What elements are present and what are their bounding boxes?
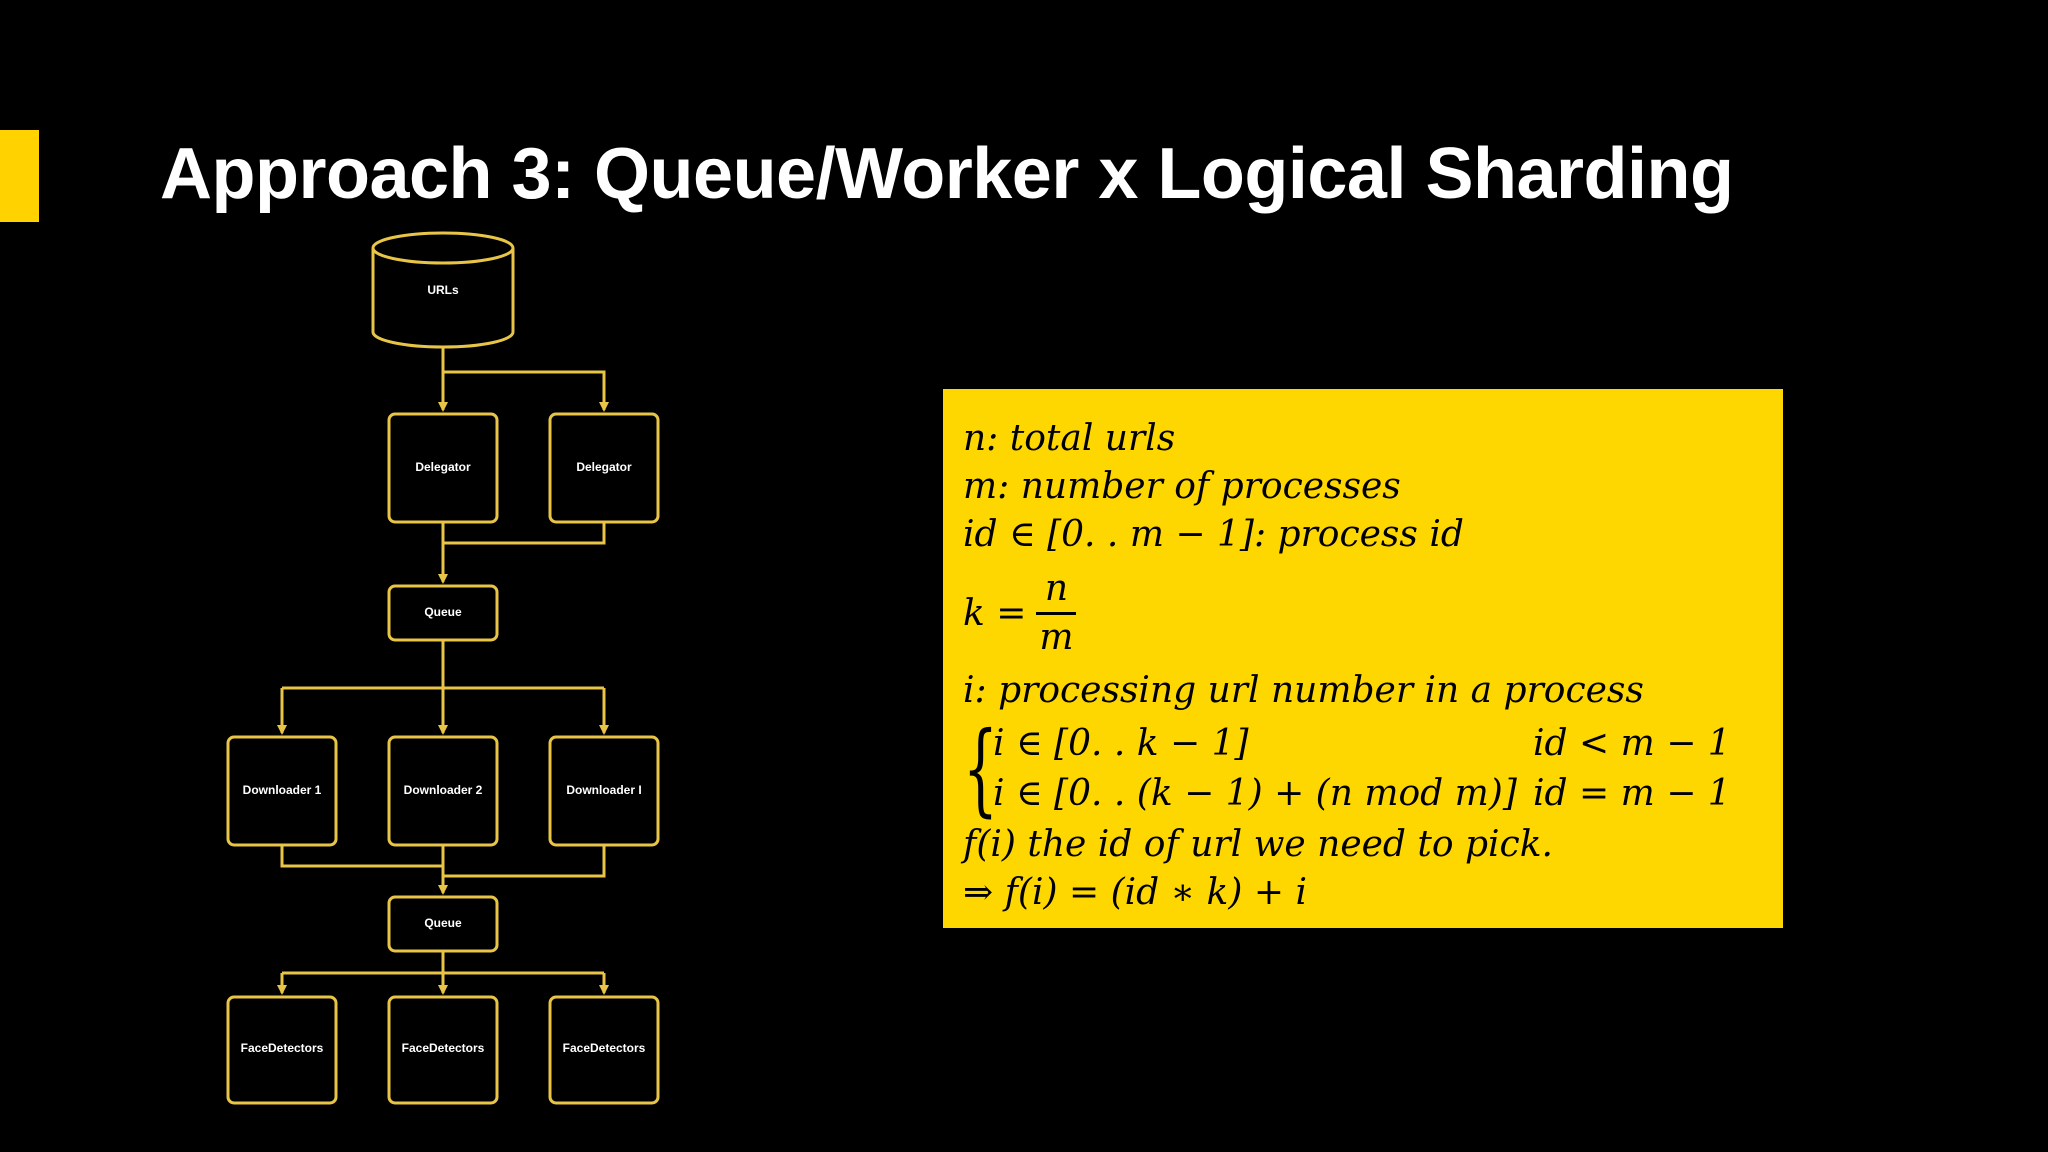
fraction-denominator: m [1039, 616, 1074, 658]
fraction-bar [1036, 611, 1077, 615]
delegator-2-merge-line [443, 523, 606, 545]
slide-title: Approach 3: Queue/Worker x Logical Shard… [160, 134, 1734, 214]
connectors [277, 347, 609, 995]
downloader-node-1: Downloader 1 [226, 735, 338, 847]
facedetectors-1-label: FaceDetectors [241, 1041, 324, 1055]
downloader-1-label: Downloader 1 [243, 783, 322, 797]
case-1-condition: id < m − 1 [1533, 723, 1731, 764]
fraction-lhs: k = [963, 592, 1027, 634]
formula-line-n: n: total urls [963, 418, 1176, 459]
case-2-condition: id = m − 1 [1533, 773, 1731, 814]
formula-line-id: id ∈ [0. . m − 1]: process id [963, 514, 1464, 555]
urls-database: URLs [371, 231, 515, 349]
case-1-expression: i ∈ [0. . k − 1] [993, 723, 1249, 764]
fraction-numerator: n [1044, 567, 1069, 609]
downloader-i-merge-line [443, 846, 606, 878]
downloader-2-label: Downloader 2 [404, 783, 483, 797]
downloader-i-label: Downloader I [566, 783, 641, 797]
formula-line-result: ⇒ f(i) = (id ∗ k) + i [963, 872, 1307, 913]
queue-2-label: Queue [424, 916, 462, 930]
delegator-node-2: Delegator [548, 412, 660, 524]
delegator-1-label: Delegator [415, 460, 471, 474]
facedetectors-node-1: FaceDetectors [226, 995, 338, 1105]
formula-box: n: total urls m: number of processes id … [943, 389, 1783, 928]
urls-to-delegator-2-arrow [443, 370, 609, 412]
queue-1-label: Queue [424, 605, 462, 619]
downloader-node-i: Downloader I [548, 735, 660, 847]
delegator-2-label: Delegator [576, 460, 632, 474]
case-row-2: i ∈ [0. . (k − 1) + (n mod m)] id = m − … [993, 769, 1753, 819]
formula-line-m: m: number of processes [963, 466, 1401, 507]
case-row-1: i ∈ [0. . k − 1] id < m − 1 [993, 719, 1753, 769]
piecewise-cases: { i ∈ [0. . k − 1] id < m − 1 i ∈ [0. . … [963, 717, 1763, 821]
formula-k-fraction: k = n m [963, 559, 1763, 667]
downloader-node-2: Downloader 2 [387, 735, 499, 847]
urls-label: URLs [427, 283, 459, 297]
queue-node-2: Queue [387, 895, 499, 953]
formula-line-f: f(i) the id of url we need to pick. [963, 824, 1553, 865]
accent-bar [0, 130, 39, 222]
delegator-node-1: Delegator [387, 412, 499, 524]
left-brace: { [963, 710, 998, 827]
facedetectors-node-2: FaceDetectors [387, 995, 499, 1105]
queue-node-1: Queue [387, 584, 499, 642]
fraction: n m [1036, 566, 1077, 661]
facedetectors-node-3: FaceDetectors [548, 995, 660, 1105]
downloader-1-merge-line [280, 846, 443, 868]
case-2-expression: i ∈ [0. . (k − 1) + (n mod m)] [993, 773, 1517, 814]
formula-line-i: i: processing url number in a process [963, 670, 1644, 711]
facedetectors-3-label: FaceDetectors [563, 1041, 646, 1055]
facedetectors-2-label: FaceDetectors [402, 1041, 485, 1055]
